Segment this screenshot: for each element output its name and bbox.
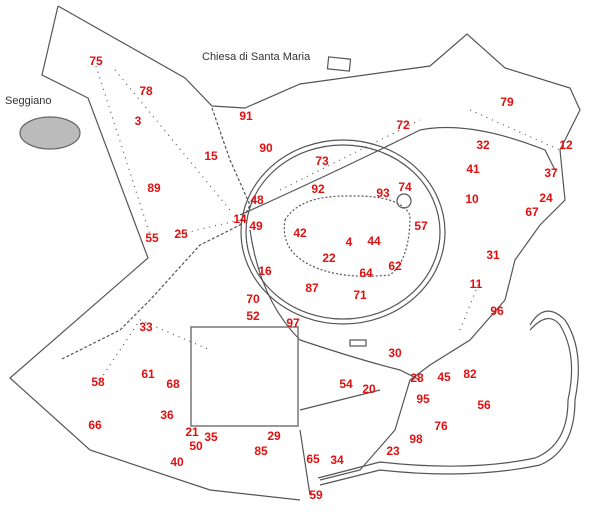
map-marker[interactable]: 95 xyxy=(416,392,430,406)
map-marker[interactable]: 82 xyxy=(463,367,477,381)
map-marker[interactable]: 28 xyxy=(410,371,424,385)
map-marker[interactable]: 11 xyxy=(469,277,483,291)
map-marker[interactable]: 85 xyxy=(254,444,268,458)
map-marker[interactable]: 29 xyxy=(267,429,281,443)
map-marker[interactable]: 44 xyxy=(367,234,381,248)
map-marker[interactable]: 78 xyxy=(139,84,153,98)
map-marker[interactable]: 55 xyxy=(145,231,159,245)
map-marker[interactable]: 61 xyxy=(141,367,155,381)
map-marker[interactable]: 50 xyxy=(189,439,203,453)
footpaths xyxy=(95,65,561,381)
map-marker[interactable]: 76 xyxy=(434,419,448,433)
map-marker[interactable]: 70 xyxy=(246,292,260,306)
map-marker[interactable]: 58 xyxy=(91,375,105,389)
map-marker[interactable]: 14 xyxy=(233,212,247,226)
map-marker[interactable]: 79 xyxy=(500,95,514,109)
map-marker[interactable]: 89 xyxy=(147,181,161,195)
map-marker[interactable]: 87 xyxy=(305,281,319,295)
map-marker[interactable]: 22 xyxy=(322,251,336,265)
main-road xyxy=(239,126,556,381)
map-marker[interactable]: 21 xyxy=(185,425,199,439)
map-marker[interactable]: 90 xyxy=(259,141,273,155)
map-marker[interactable]: 34 xyxy=(330,453,344,467)
map-marker[interactable]: 24 xyxy=(539,191,553,205)
pond xyxy=(396,193,412,209)
map-marker[interactable]: 56 xyxy=(477,398,491,412)
map-marker[interactable]: 59 xyxy=(309,488,323,502)
map-marker[interactable]: 3 xyxy=(134,114,142,128)
church-label: Chiesa di Santa Maria xyxy=(202,51,311,63)
map-marker[interactable]: 40 xyxy=(170,455,184,469)
map-marker[interactable]: 23 xyxy=(386,444,400,458)
map-marker[interactable]: 31 xyxy=(486,248,500,262)
map-marker[interactable]: 12 xyxy=(559,138,573,152)
map-marker[interactable]: 25 xyxy=(174,227,188,241)
south-road xyxy=(299,389,381,496)
map-marker[interactable]: 45 xyxy=(437,370,451,384)
map-marker[interactable]: 98 xyxy=(409,432,423,446)
seggiano-village xyxy=(19,116,81,150)
village-detail-box xyxy=(190,326,299,427)
map-marker[interactable]: 33 xyxy=(139,320,153,334)
map-marker[interactable]: 36 xyxy=(160,408,174,422)
map-marker[interactable]: 52 xyxy=(246,309,260,323)
map-marker[interactable]: 54 xyxy=(339,377,353,391)
central-ring-road-inner xyxy=(245,144,441,320)
map-marker[interactable]: 72 xyxy=(396,118,410,132)
map-marker[interactable]: 71 xyxy=(353,288,367,302)
map-marker[interactable]: 48 xyxy=(250,193,264,207)
map-marker[interactable]: 32 xyxy=(476,138,490,152)
map-marker[interactable]: 64 xyxy=(359,266,373,280)
map-marker[interactable]: 10 xyxy=(465,192,479,206)
map-marker[interactable]: 65 xyxy=(306,452,320,466)
map-marker[interactable]: 68 xyxy=(166,377,180,391)
village-label: Seggiano xyxy=(5,95,52,107)
map-marker[interactable]: 49 xyxy=(249,219,263,233)
map-marker[interactable]: 42 xyxy=(293,226,307,240)
river-road xyxy=(317,310,579,486)
hill-outline xyxy=(283,195,411,277)
map-marker[interactable]: 75 xyxy=(89,54,103,68)
building xyxy=(349,339,367,347)
map-marker[interactable]: 73 xyxy=(315,154,329,168)
map-marker[interactable]: 16 xyxy=(258,264,272,278)
map-marker[interactable]: 57 xyxy=(414,219,428,233)
creek xyxy=(59,107,251,361)
central-ring-road xyxy=(240,139,446,325)
map-marker[interactable]: 4 xyxy=(345,235,353,249)
map-marker[interactable]: 41 xyxy=(466,162,480,176)
map-marker[interactable]: 30 xyxy=(388,346,402,360)
map-marker[interactable]: 20 xyxy=(362,382,376,396)
map-marker[interactable]: 35 xyxy=(204,430,218,444)
map-marker[interactable]: 96 xyxy=(490,304,504,318)
chapel-building xyxy=(326,56,352,72)
map-marker[interactable]: 66 xyxy=(88,418,102,432)
park-boundary xyxy=(9,5,581,501)
map-marker[interactable]: 74 xyxy=(398,180,412,194)
map-marker[interactable]: 97 xyxy=(286,316,300,330)
map-marker[interactable]: 15 xyxy=(204,149,218,163)
map-marker[interactable]: 92 xyxy=(311,182,325,196)
map-marker[interactable]: 62 xyxy=(388,259,402,273)
map-marker[interactable]: 93 xyxy=(376,186,390,200)
map-marker[interactable]: 37 xyxy=(544,166,558,180)
map-marker[interactable]: 67 xyxy=(525,205,539,219)
map-marker[interactable]: 91 xyxy=(239,109,253,123)
